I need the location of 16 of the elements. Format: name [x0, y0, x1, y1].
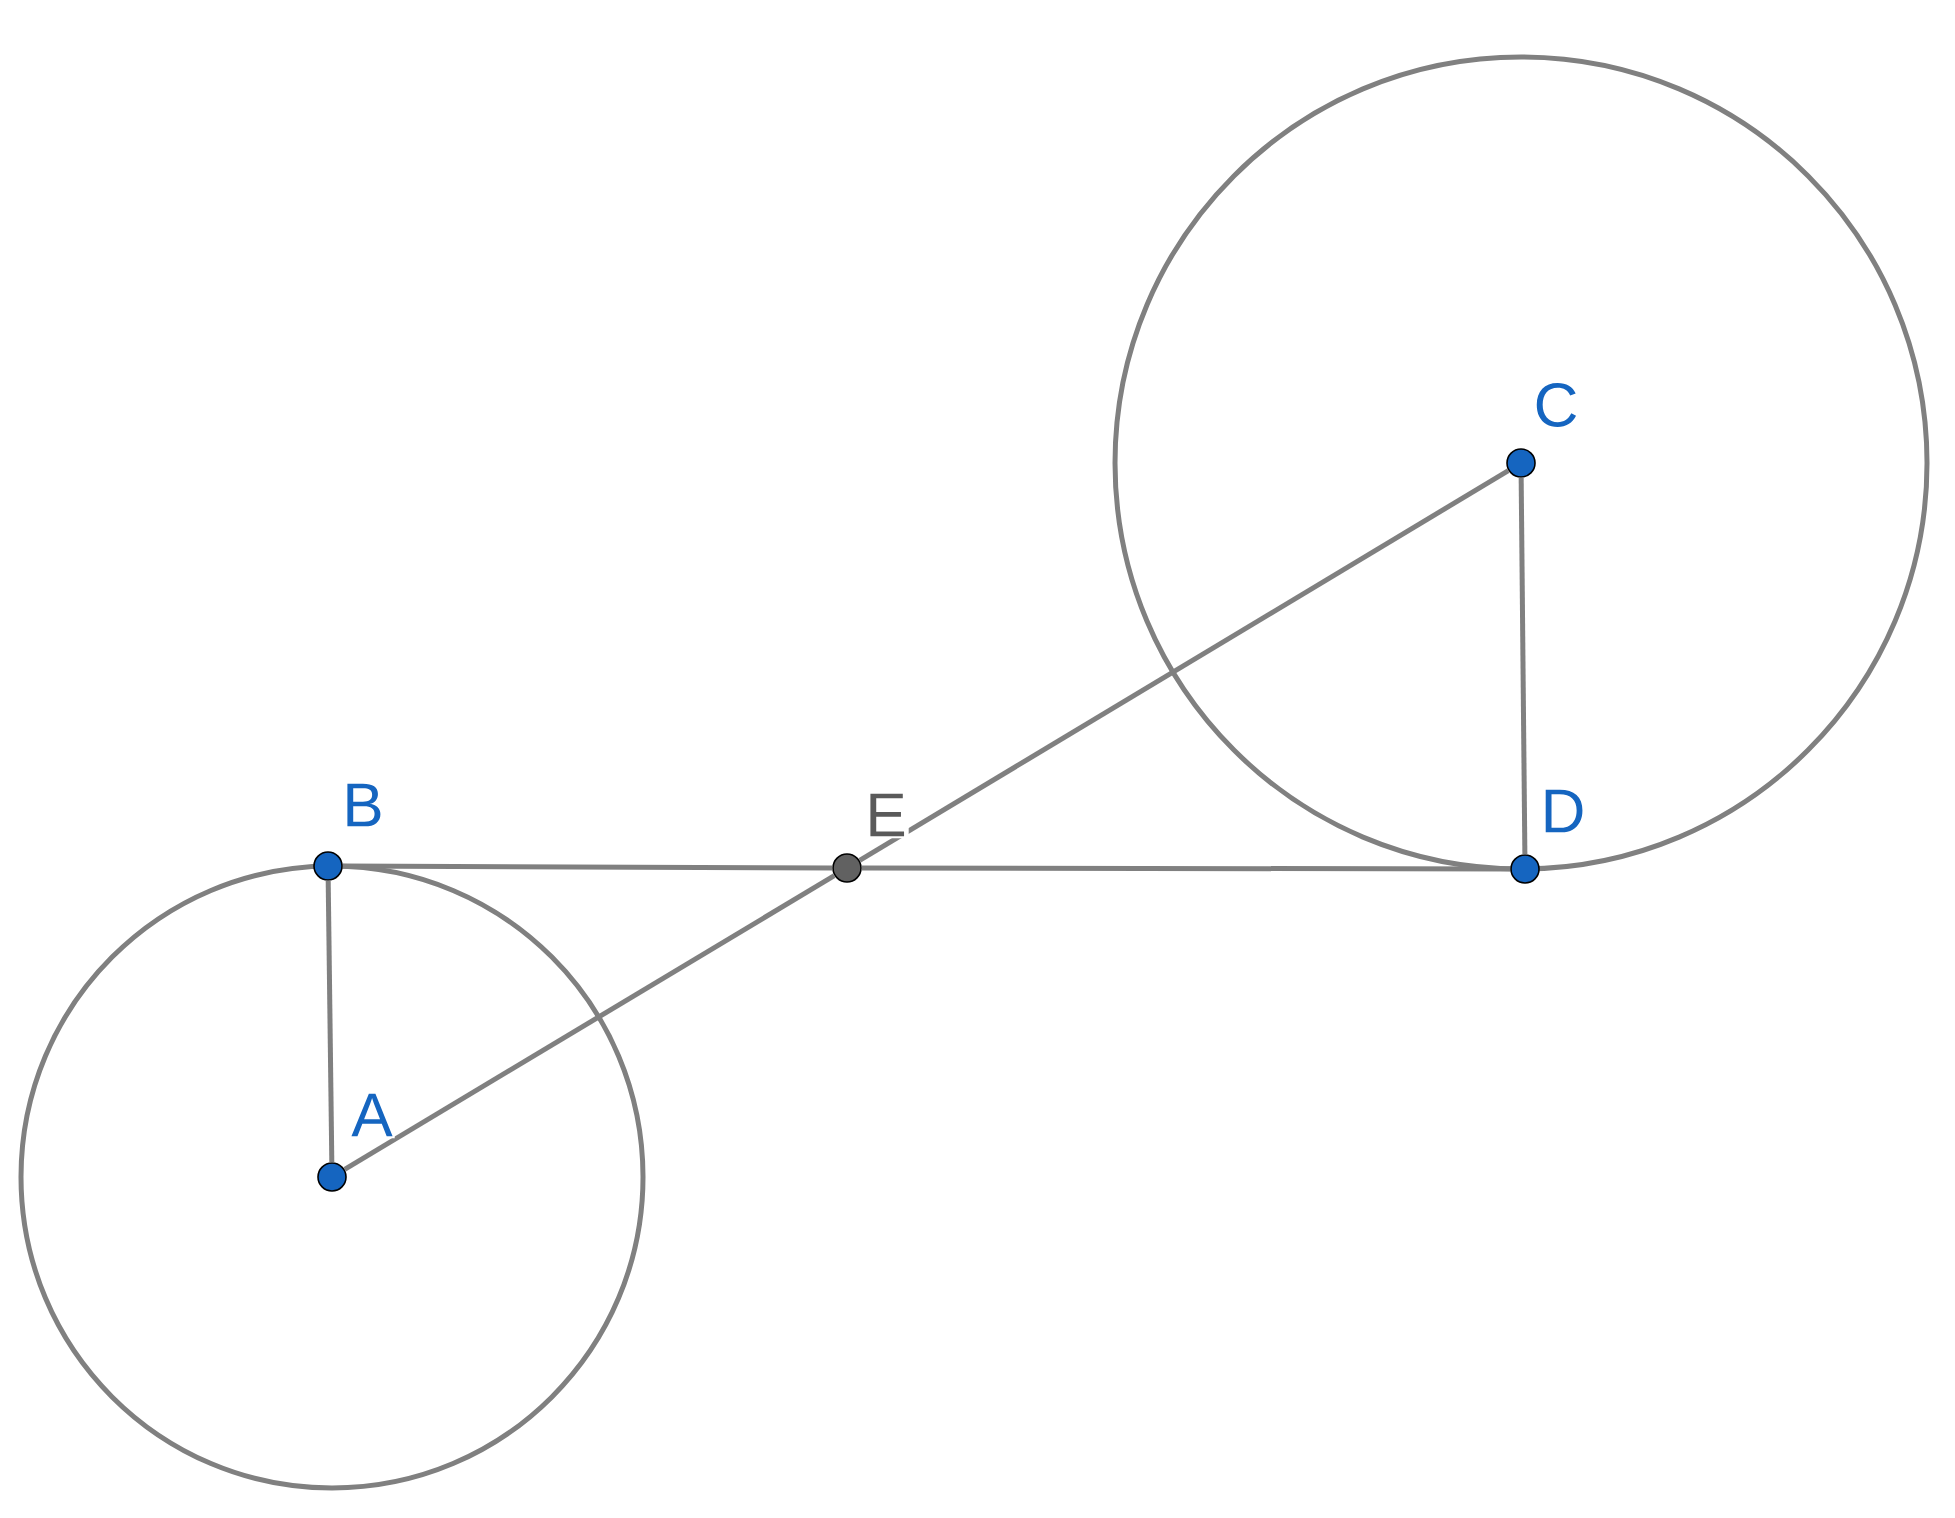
- line-segment: [861, 865, 1511, 872]
- point-label: A: [349, 1091, 395, 1139]
- point: [317, 1162, 347, 1192]
- point-label: C: [1531, 381, 1581, 429]
- point-label: E: [863, 791, 909, 839]
- point-label: B: [340, 781, 386, 829]
- point-label: D: [1538, 787, 1588, 835]
- point: [1510, 854, 1540, 884]
- line-segment: [1518, 477, 1528, 855]
- line-segment: [325, 880, 335, 1163]
- point: [313, 851, 343, 881]
- line-segment: [343, 873, 836, 1172]
- point: [1506, 448, 1536, 478]
- point: [832, 853, 862, 883]
- line-segment: [858, 468, 1510, 863]
- line-segment: [342, 863, 833, 871]
